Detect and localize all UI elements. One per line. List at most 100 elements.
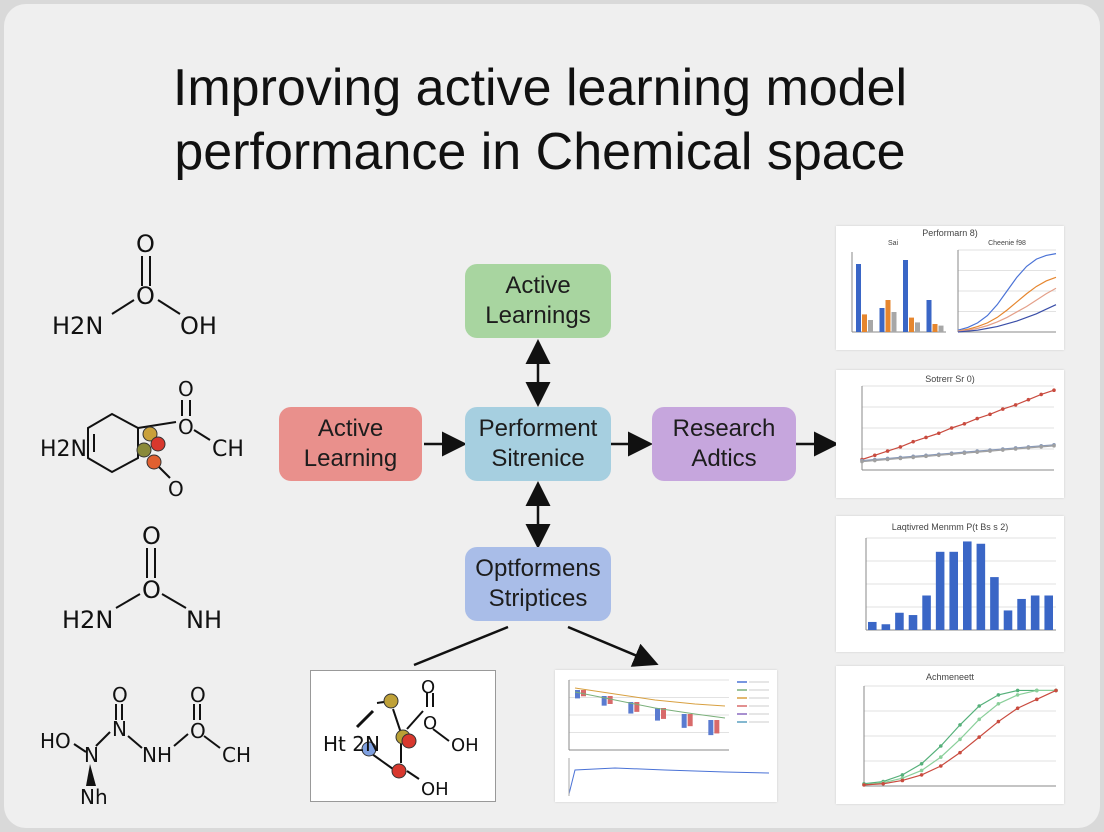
chart-4-series-point [919, 768, 924, 773]
molecule-3: O O H2N NH [62, 522, 222, 634]
chart-4-series-point [1035, 688, 1039, 693]
chart-3-bar [908, 615, 918, 630]
m5-oh-bottom: OH [421, 779, 449, 800]
chart-2-series-point [1026, 397, 1031, 402]
m1-right: OH [180, 312, 217, 340]
chart-3-bar [1030, 595, 1040, 630]
chart-2-series-point [1052, 388, 1056, 392]
page-title: Improving active learning model performa… [4, 56, 1076, 184]
chart-3-bar [976, 543, 986, 630]
chart-1-subtitle-1: Sai [887, 240, 899, 247]
chart-6-bar [661, 708, 666, 719]
chart-4-series-point [977, 735, 981, 739]
m2-o-mid: O [178, 415, 194, 439]
chart-2-series-point [911, 439, 915, 444]
chart-panel-performance: Performarn 8) Sai Cheenie f98 [836, 226, 1064, 350]
m2-right: CH [212, 437, 244, 462]
chart-1-bar-rect [885, 300, 891, 332]
node-active-learning: Active Learning [279, 407, 422, 481]
chart-2-series-point [949, 452, 954, 457]
chart-2-series-point [873, 458, 877, 463]
chart-1-bar-rect [932, 324, 938, 332]
chart-panel-laqtivred: Laqtivred Menmm P(t Bs s 2) [836, 516, 1064, 652]
chart-2-series-line [861, 389, 1055, 461]
chart-2-series-point [873, 453, 877, 458]
chart-2-series-point [962, 422, 967, 426]
chart-2-series-point [911, 455, 915, 460]
chart-3-bar [963, 541, 972, 630]
chart-2-series-line [861, 445, 1055, 463]
m4-ho: HO [40, 729, 71, 753]
m2-o-bottom: O [168, 477, 184, 501]
chart-1-bar-rect [903, 260, 908, 332]
chart-2-svg [860, 385, 1056, 471]
chart-1-series-line [957, 304, 1057, 333]
chart-1-svg [851, 249, 1057, 333]
chart-4-series-point [958, 723, 962, 727]
chart-1-bar-rect [938, 325, 944, 332]
m3-left: H2N [62, 606, 113, 634]
chart-2-series-point [885, 457, 890, 462]
chart-3-bar [1003, 610, 1013, 630]
chart-1-bar-rect [868, 320, 873, 332]
molecule-2: H2N O O CH O [40, 377, 244, 501]
m3-o-mid: O [142, 576, 161, 604]
chart-6-lower-line [568, 767, 770, 795]
m1-left: H2N [52, 312, 103, 340]
chart-4-series-point [996, 693, 1001, 697]
chart-6-bar [687, 714, 693, 727]
chart-2-title: Sotrerr Sr 0) [925, 374, 975, 384]
chart-4-series-line [863, 689, 1056, 785]
chart-2-series-point [975, 450, 979, 454]
molecule-1: O O H2N OH [52, 230, 217, 340]
chart-6-bar [601, 696, 607, 706]
chart-3-bar [935, 551, 945, 630]
chart-6-trend-line [574, 687, 726, 707]
chart-4-series-point [919, 773, 924, 777]
chart-4-svg [862, 685, 1058, 787]
chart-4-series-point [996, 701, 1001, 706]
chart-3-bar [895, 612, 904, 630]
m5-o-mid: O [423, 713, 437, 734]
chart-3-bar [1044, 595, 1053, 630]
node-performent-sitrenice: Performent Sitrenice [465, 407, 611, 481]
m3-right: NH [186, 606, 222, 634]
chart-2-series-point [1039, 445, 1043, 449]
chart-2-series-point [885, 449, 890, 453]
m1-o-top: O [136, 230, 155, 258]
chart-panel-sotrerr: Sotrerr Sr 0) [836, 370, 1064, 498]
chart-3-bar [922, 595, 931, 630]
m5-left: Ht 2N [323, 732, 380, 756]
chart-4-title: Achmeneett [925, 672, 975, 682]
m3-o-top: O [142, 522, 161, 550]
chart-2-series-point [1001, 448, 1005, 452]
molecule-column: O O H2N OH H2N O O CH O [40, 230, 251, 809]
chart-1-bar-rect [862, 314, 867, 332]
chart-1-title: Performarn 8) [922, 228, 978, 238]
chart-4-series-point [1035, 697, 1039, 702]
chart-4-series-point [900, 773, 905, 777]
chart-4-series-point [1015, 688, 1020, 693]
m4-o2: O [190, 683, 206, 707]
m2-o-top: O [178, 377, 194, 401]
chart-3-title: Laqtivred Menmm P(t Bs s 2) [891, 522, 1009, 532]
chart-2-series-point [1013, 403, 1018, 407]
chart-2-series-point [975, 416, 979, 421]
infographic-card: Improving active learning model performa… [4, 4, 1100, 828]
chart-2-series-point [962, 451, 967, 455]
chart-6-bar [581, 690, 586, 697]
chart-2-series-point [988, 412, 992, 417]
chart-1-bar-rect [926, 300, 932, 332]
chart-panel-mixed [555, 670, 777, 802]
chart-2-series-point [1026, 446, 1031, 450]
chart-1-bar-rect [879, 308, 885, 332]
chart-3-bar [868, 621, 877, 630]
chart-4-series-point [862, 783, 866, 787]
connector-layer [413, 339, 839, 667]
chart-4-series-point [900, 778, 905, 783]
m2-left: H2N [40, 437, 87, 462]
title-line-2: performance in Chemical space [174, 123, 906, 181]
m4-o3: O [190, 719, 206, 743]
chart-4-series-point [881, 781, 885, 786]
m1-o-mid: O [136, 282, 155, 310]
